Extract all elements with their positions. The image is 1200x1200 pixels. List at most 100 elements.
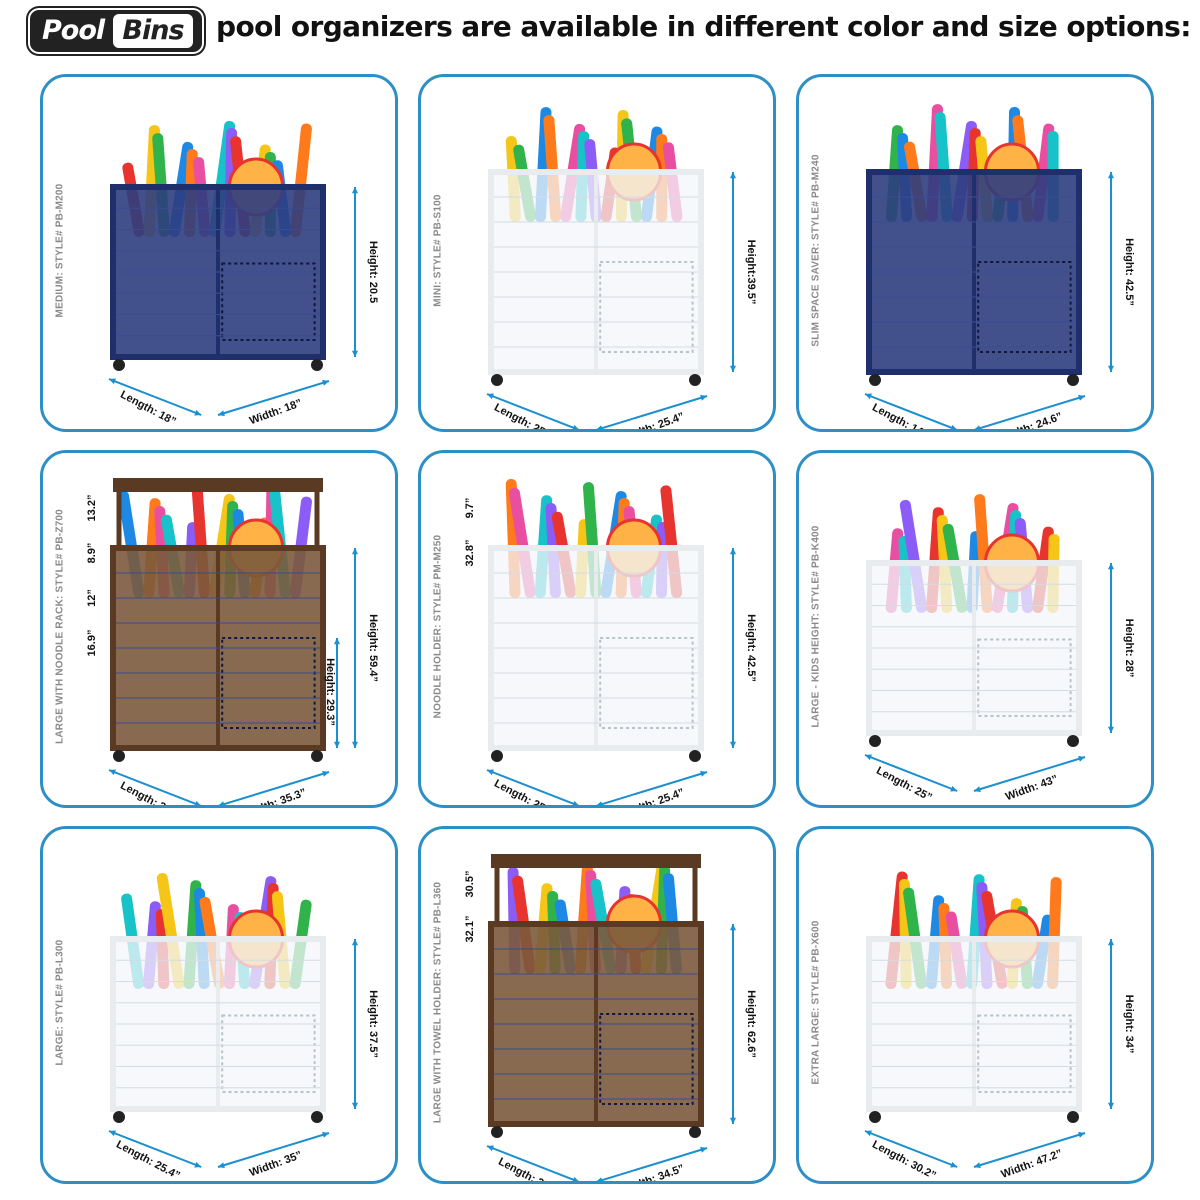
- storage-bin: [488, 169, 704, 375]
- length-dimension: Length: 25.8”: [492, 778, 560, 805]
- height-dimension: Height: 37.5”: [367, 990, 379, 1058]
- logo-word-bins: Bins: [113, 14, 193, 48]
- caster-wheel: [491, 1126, 503, 1138]
- product-illustration: Height: 28”Length: 25”Width: 43”: [864, 494, 1135, 804]
- width-dimension-arrow: [595, 1146, 708, 1181]
- height-dimension-arrow: [729, 924, 737, 1124]
- width-dimension-arrow: [217, 379, 330, 417]
- caster-wheel: [113, 750, 125, 762]
- caster-wheel: [1067, 374, 1079, 386]
- caster-wheel: [311, 750, 323, 762]
- product-illustration: Height: 62.6”Length: 25”Width: 34.5”30.5…: [464, 854, 757, 1181]
- height-dimension-arrow: [351, 939, 359, 1109]
- height-dimension: Height: 42.5”: [745, 614, 757, 682]
- caster-wheel: [1067, 735, 1079, 747]
- caster-wheel: [1067, 1111, 1079, 1123]
- width-dimension-arrow: [595, 770, 708, 805]
- extra-dimension: 12”: [86, 589, 98, 607]
- extra-dimension: 30.5”: [464, 871, 476, 898]
- width-dimension-arrow: [595, 394, 708, 429]
- width-dimension: Width: 47.2”: [1000, 1148, 1064, 1181]
- caster-wheel: [689, 750, 701, 762]
- height-dimension-arrow: [729, 548, 737, 748]
- storage-bin: [110, 184, 326, 360]
- length-dimension: Length: 30.2”: [870, 1139, 938, 1181]
- height-dimension-arrow: [351, 187, 359, 357]
- length-dimension-arrow: [864, 393, 958, 429]
- height-dimension-arrow: [351, 548, 359, 748]
- extra-dimension: 32.1”: [464, 916, 476, 943]
- width-dimension: Width: 35”: [248, 1149, 304, 1179]
- storage-bin: [866, 936, 1082, 1112]
- logo-word-pool: Pool: [42, 15, 105, 46]
- storage-bin: [110, 478, 326, 751]
- length-dimension: Length: 14.4”: [870, 402, 938, 429]
- storage-bin: [866, 560, 1082, 736]
- width-dimension: Width: 18”: [248, 397, 304, 427]
- height-dimension: Height: 28”: [1123, 619, 1135, 678]
- width-dimension-arrow: [973, 755, 1086, 793]
- height-dimension-arrow: [729, 172, 737, 372]
- page-header: Pool Bins pool organizers are available …: [0, 0, 1200, 62]
- length-dimension-arrow: [864, 754, 958, 792]
- product-illustration: Height: 37.5”Length: 25.4”Width: 35”: [108, 872, 379, 1181]
- height-dimension-arrow: [1107, 939, 1115, 1109]
- extra-dimension: 16.9”: [86, 630, 98, 657]
- caster-wheel: [491, 374, 503, 386]
- height-dimension: Height: 59.4”: [367, 614, 379, 682]
- caster-wheel: [689, 1126, 701, 1138]
- length-dimension-arrow: [108, 378, 202, 416]
- height-dimension: Height: 20.5: [367, 241, 379, 303]
- length-dimension-arrow: [486, 393, 580, 429]
- width-dimension: Width: 43”: [1004, 773, 1060, 803]
- secondary-height-arrow: [333, 638, 341, 748]
- product-illustration: Height:39.5”Length: 25.4”Width: 25.4”: [486, 107, 757, 429]
- caster-wheel: [311, 1111, 323, 1123]
- height-dimension: Height: 62.6”: [745, 990, 757, 1058]
- height-dimension: Height: 42.5”: [1123, 238, 1135, 306]
- length-dimension-arrow: [864, 1130, 958, 1168]
- storage-bin: [110, 936, 326, 1112]
- length-dimension-arrow: [108, 1130, 202, 1168]
- length-dimension-arrow: [108, 769, 202, 805]
- caster-wheel: [311, 359, 323, 371]
- secondary-height-dimension: Height: 29.3”: [324, 658, 336, 726]
- caster-wheel: [869, 374, 881, 386]
- caster-wheel: [869, 735, 881, 747]
- extra-dimension: 8.9”: [86, 543, 98, 564]
- product-illustration: Height: 42.5”Length: 14.4”Width: 24.6”: [864, 104, 1135, 429]
- width-dimension-arrow: [217, 1131, 330, 1169]
- storage-bin: [488, 545, 704, 751]
- length-dimension-arrow: [486, 1145, 580, 1181]
- height-dimension: Height:39.5”: [745, 240, 757, 305]
- extra-dimension: 13.2”: [86, 495, 98, 522]
- product-illustration: Height: 42.5”Length: 25.8”Width: 25.4”9.…: [464, 479, 757, 805]
- width-dimension-arrow: [217, 770, 330, 805]
- product-illustration: Height: 59.4”Length: 23”Width: 35.3”Heig…: [86, 478, 379, 805]
- width-dimension-arrow: [973, 1131, 1086, 1169]
- pool-bins-logo: Pool Bins: [30, 10, 202, 52]
- headline: pool organizers are available in differe…: [216, 10, 1191, 43]
- height-dimension-arrow: [1107, 172, 1115, 372]
- extra-dimension: 9.7”: [464, 498, 476, 519]
- caster-wheel: [113, 1111, 125, 1123]
- length-dimension-arrow: [486, 769, 580, 805]
- length-dimension: Length: 25.4”: [492, 402, 560, 429]
- storage-bin: [488, 854, 704, 1127]
- caster-wheel: [491, 750, 503, 762]
- caster-wheel: [689, 374, 701, 386]
- height-dimension: Height: 34”: [1123, 995, 1135, 1054]
- storage-bin: [866, 169, 1082, 375]
- width-dimension-arrow: [973, 394, 1086, 429]
- product-illustration: Height: 34” Length: 30.2” Width: 47.2”: [864, 871, 1135, 1181]
- caster-wheel: [113, 359, 125, 371]
